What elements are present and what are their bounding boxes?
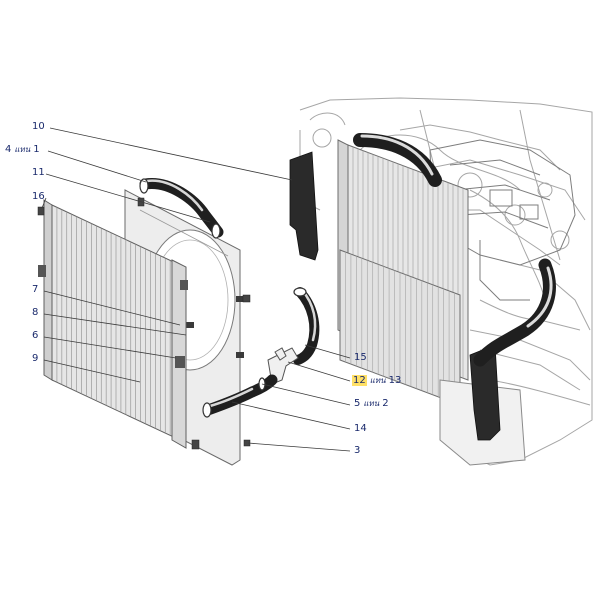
callout-number: 13 — [388, 375, 402, 386]
callout-ref: แทน — [363, 399, 380, 408]
lower-coolant-hose-icon — [202, 374, 278, 416]
callout-number: 9 — [32, 353, 39, 364]
t-connector-icon — [267, 347, 299, 385]
callout-14: 14 — [354, 423, 367, 435]
callout-ref: แทน — [369, 376, 386, 385]
leader-14 — [231, 401, 351, 430]
installed-radiator-icon — [337, 139, 526, 466]
leader-7 — [43, 290, 181, 326]
callout-number: 6 — [32, 330, 39, 341]
leader-12 — [287, 361, 351, 382]
leader-5 — [261, 383, 351, 406]
leader-11 — [45, 173, 211, 223]
leader-16 — [41, 197, 47, 209]
callout-6: 6 — [32, 330, 38, 342]
callout-number: 15 — [354, 352, 367, 363]
callout-7: 7 — [32, 284, 38, 296]
callout-11: 11 — [32, 167, 45, 179]
callout-number: 14 — [354, 423, 367, 434]
leader-10 — [49, 127, 293, 181]
leader-6 — [43, 336, 177, 359]
leader-9 — [43, 359, 141, 383]
callout-ref: แทน — [14, 145, 31, 154]
callout-number-highlighted: 12 — [352, 375, 367, 386]
air-deflector-icon — [289, 151, 501, 441]
callout-8: 8 — [32, 307, 38, 319]
callout-3: 3 — [354, 445, 360, 457]
callout-number: 16 — [32, 191, 45, 202]
callout-number: 7 — [32, 284, 39, 295]
radiator-core-icon — [38, 199, 188, 449]
engine-block-icon — [429, 139, 576, 301]
callout-number: 1 — [33, 144, 40, 155]
callout-number: 2 — [382, 398, 389, 409]
callout-number: 11 — [32, 167, 45, 178]
leader-8 — [43, 313, 187, 336]
leader-15 — [304, 344, 351, 359]
leader-1 — [47, 150, 147, 183]
callout-15: 15 — [354, 352, 367, 364]
callout-10: 10 — [32, 121, 45, 133]
leader-lines — [41, 127, 351, 452]
callout-9: 9 — [32, 353, 38, 365]
callout-number: 10 — [32, 121, 45, 132]
return-coolant-hose-icon — [293, 287, 320, 365]
hose-clamp-icon — [139, 178, 307, 418]
leader-3 — [247, 442, 351, 452]
callout-number: 3 — [354, 445, 361, 456]
callout-number: 5 — [354, 398, 361, 409]
callout-16: 16 — [32, 191, 45, 203]
callout-number: 4 — [5, 144, 12, 155]
callout-number: 8 — [32, 307, 39, 318]
